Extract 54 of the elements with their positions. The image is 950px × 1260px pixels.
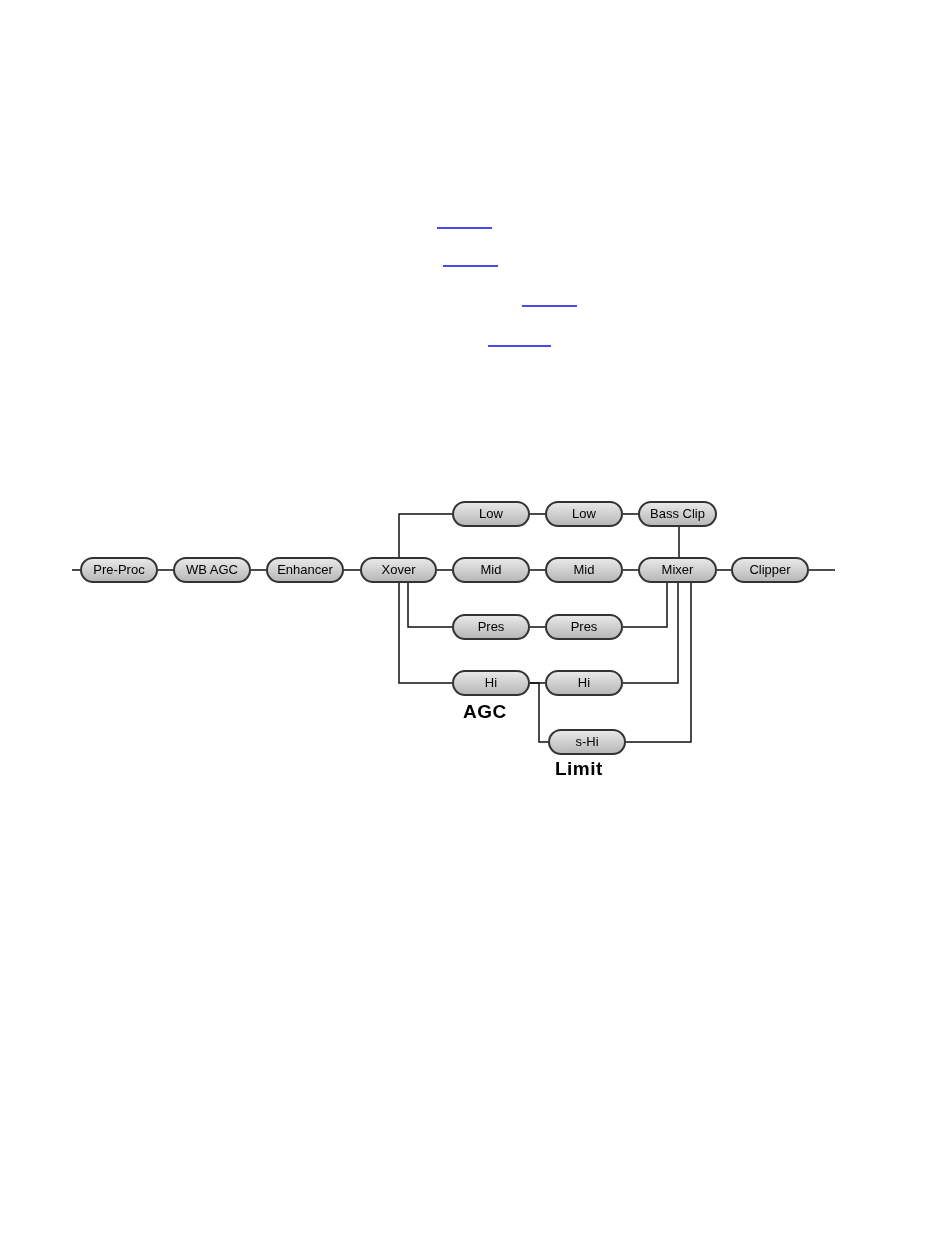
connector-line <box>622 513 639 515</box>
process-pill <box>452 557 530 583</box>
process-pill <box>545 557 623 583</box>
block-label: s-Hi <box>575 733 599 752</box>
process-pill <box>545 670 623 696</box>
connector-line <box>250 569 267 571</box>
block-label: Pres <box>477 618 505 637</box>
connector-line <box>343 569 361 571</box>
process-pill <box>173 557 251 583</box>
section-label: Limit <box>555 759 603 778</box>
block-label: Hi <box>484 674 498 693</box>
process-pill <box>360 557 437 583</box>
block-label: Pres <box>570 618 598 637</box>
block-label: Mid <box>573 561 595 580</box>
block-label: Enhancer <box>277 561 333 580</box>
process-pill <box>545 614 623 640</box>
connector-line <box>398 582 453 684</box>
block-label: Mixer <box>661 561 694 580</box>
process-pill <box>266 557 344 583</box>
process-pill <box>452 501 530 527</box>
block-label: Hi <box>577 674 591 693</box>
connector-line <box>407 582 453 628</box>
connector-line <box>529 513 546 515</box>
connector-line <box>678 526 680 558</box>
connector-line <box>529 626 546 628</box>
block-label: Bass Clip <box>650 505 705 524</box>
process-pill <box>731 557 809 583</box>
process-pill <box>638 557 717 583</box>
block-label: Xover <box>381 561 416 580</box>
connector-line <box>529 569 546 571</box>
connector-line <box>808 569 836 571</box>
connector-line <box>398 513 453 558</box>
process-pill <box>80 557 158 583</box>
connector-line <box>157 569 174 571</box>
block-label: Low <box>479 505 503 524</box>
process-pill <box>548 729 626 755</box>
connector-line <box>529 682 549 743</box>
block-label: Mid <box>480 561 502 580</box>
block-label: Pre-Proc <box>93 561 145 580</box>
block-label: WB AGC <box>186 561 238 580</box>
connector-line <box>622 569 639 571</box>
connector-line <box>622 582 679 684</box>
process-pill <box>638 501 717 527</box>
block-label: Low <box>572 505 596 524</box>
block-label: Clipper <box>749 561 791 580</box>
connector-line <box>625 582 692 743</box>
process-pill <box>545 501 623 527</box>
process-pill <box>452 670 530 696</box>
connector-line <box>436 569 453 571</box>
connector-line <box>71 569 81 571</box>
connector-line <box>716 569 732 571</box>
section-label: AGC <box>463 702 507 721</box>
process-pill <box>452 614 530 640</box>
connector-line <box>622 582 668 628</box>
